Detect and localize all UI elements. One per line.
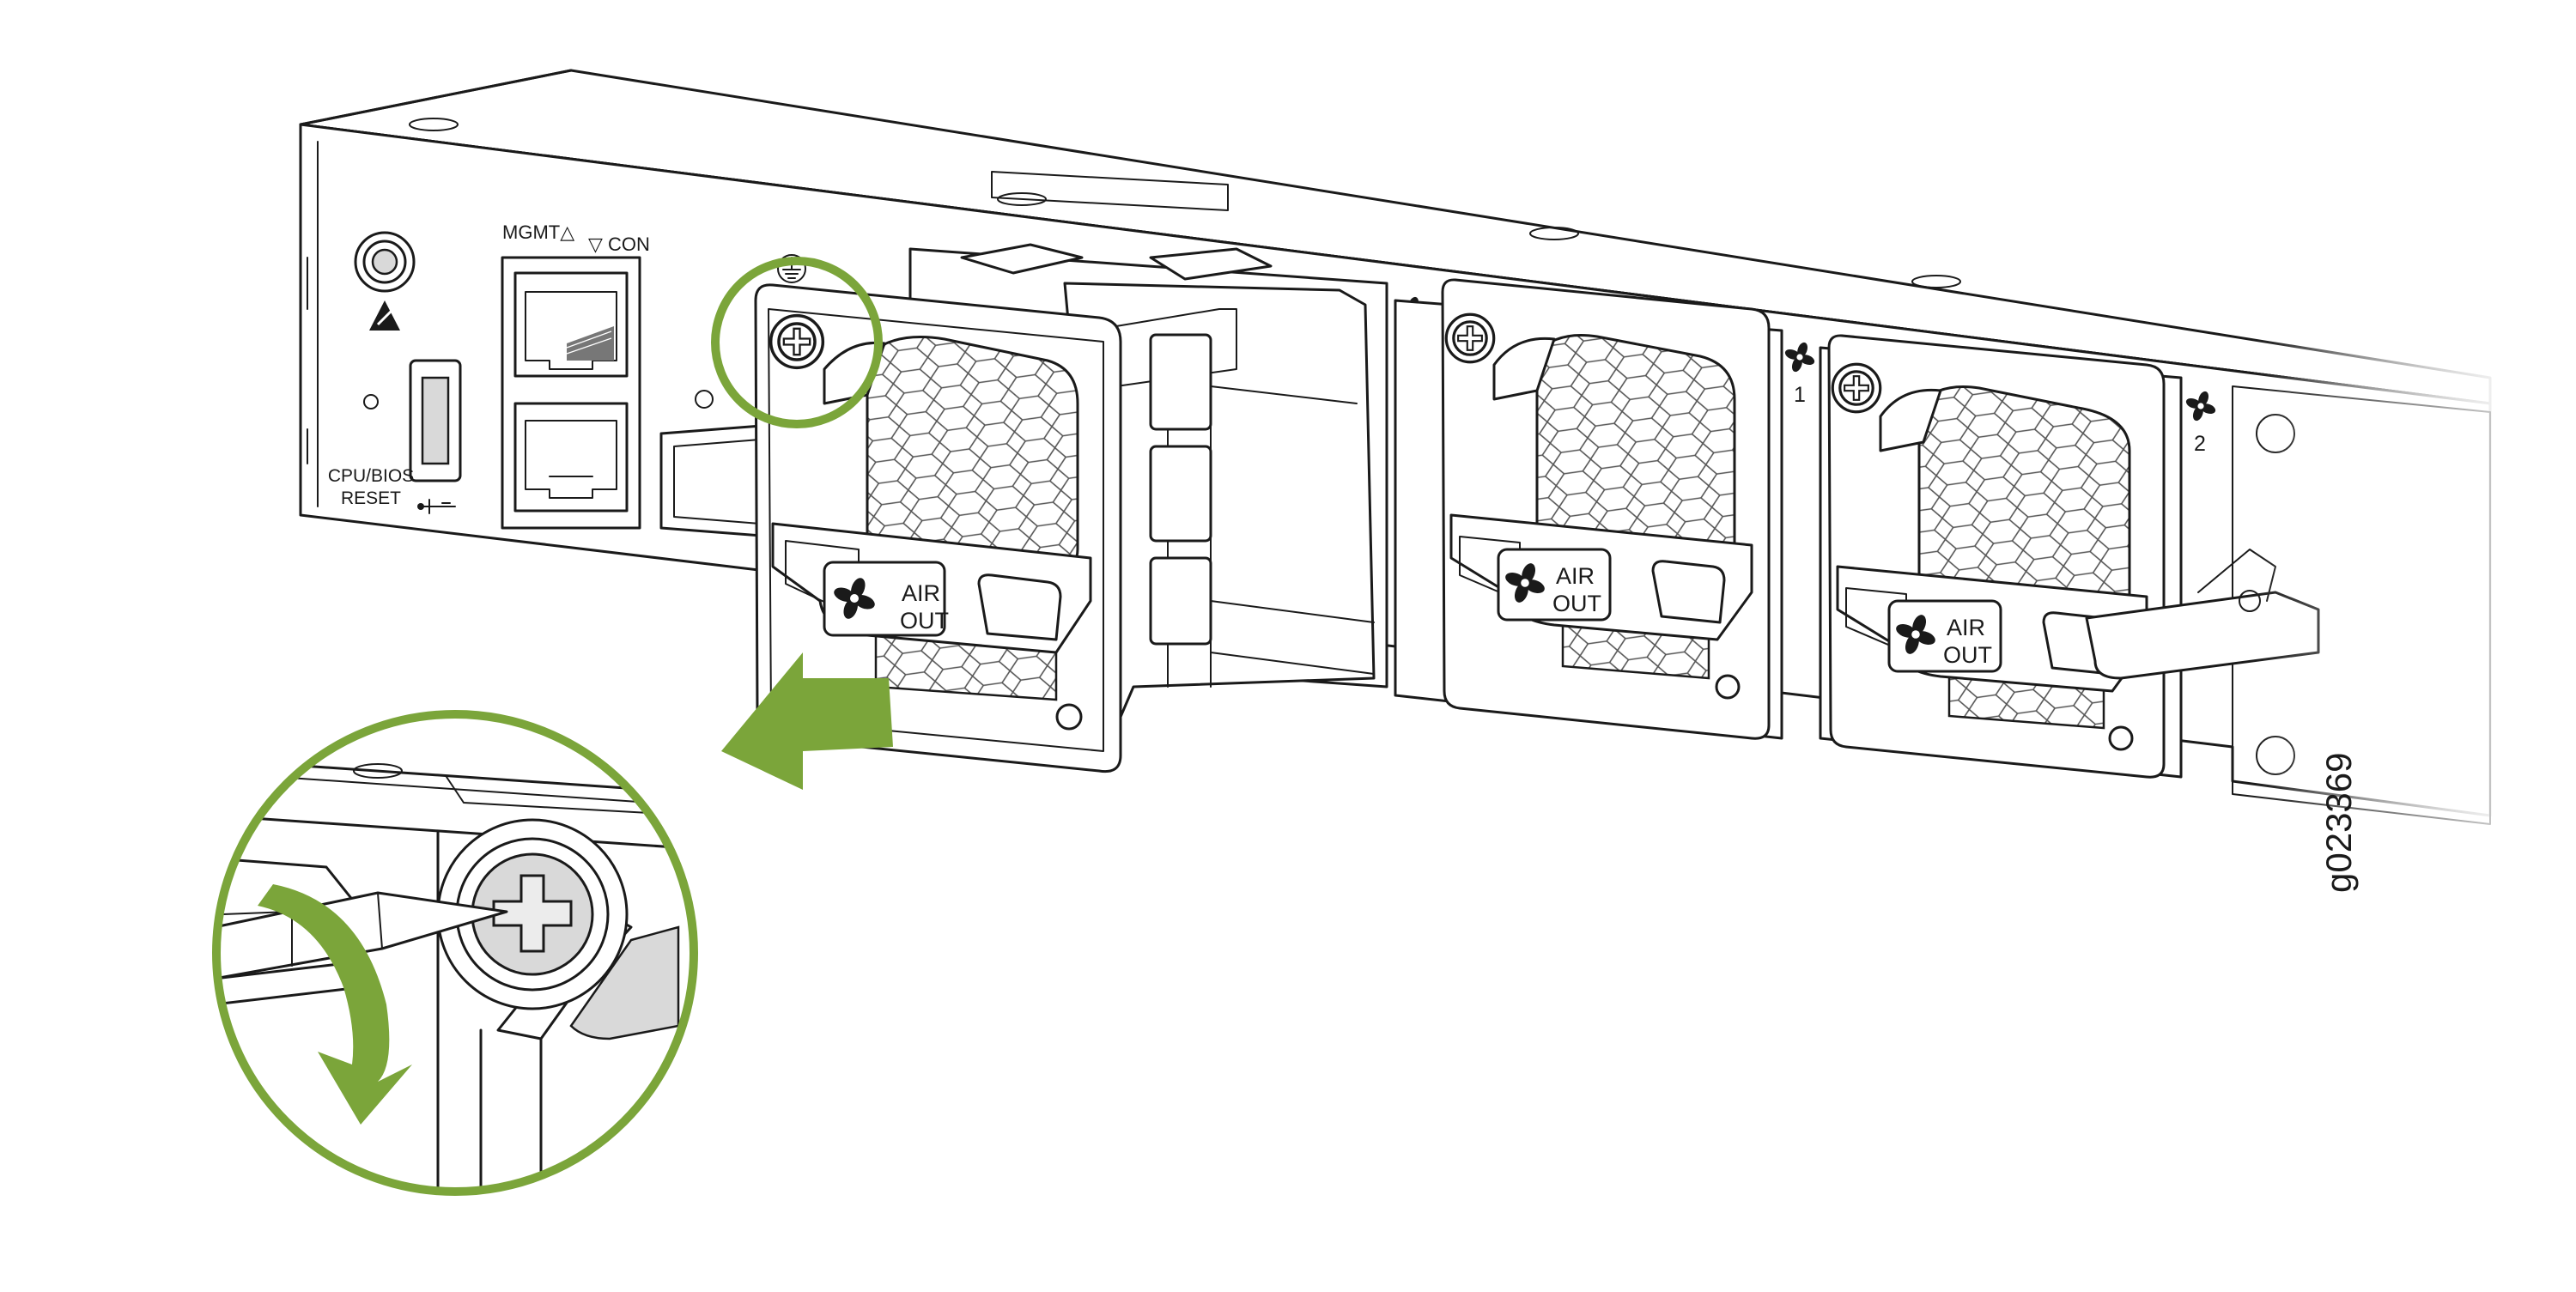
usb-icon bbox=[417, 499, 456, 514]
captive-screw-icon[interactable] bbox=[769, 313, 825, 370]
fan-module-2[interactable]: AIR OUT 2 bbox=[1819, 334, 2217, 779]
fan-module-1-grille bbox=[1535, 333, 1736, 551]
fan-module-2-air-line1: AIR bbox=[1947, 615, 1985, 640]
cpu-bios-label: CPU/BIOS bbox=[328, 466, 414, 486]
screw-highlight-circle bbox=[711, 257, 883, 428]
console-port-label: ▽ CON bbox=[588, 234, 650, 255]
figure-id-label: g023369 bbox=[2318, 752, 2359, 893]
fan-module-1-air-line2: OUT bbox=[1552, 591, 1601, 616]
usb-port[interactable] bbox=[409, 359, 462, 482]
fan-module-1-air-line1: AIR bbox=[1556, 563, 1595, 589]
esd-ground-jack bbox=[354, 231, 416, 293]
console-rj45-port[interactable] bbox=[513, 402, 629, 513]
fan-module-1[interactable]: AIR OUT 1 bbox=[1394, 278, 1816, 740]
chassis-top-screws bbox=[409, 118, 1961, 288]
mgmt-rj45-port[interactable] bbox=[513, 271, 629, 378]
power-supply-edge bbox=[2085, 326, 2576, 858]
esd-warning-icon bbox=[369, 300, 400, 331]
management-panel: CPU/BIOS RESET MGMT△ ▽ CON bbox=[328, 221, 775, 538]
captive-screw-icon[interactable] bbox=[1831, 362, 1882, 414]
screw-detail-callout bbox=[212, 710, 698, 1196]
captive-screw-icon[interactable] bbox=[1444, 312, 1496, 364]
rotate-counterclockwise-icon bbox=[258, 884, 412, 1125]
fan-module-0-air-line2: OUT bbox=[900, 608, 949, 634]
fan-module-0-grille bbox=[866, 336, 1079, 570]
mgmt-port-label: MGMT△ bbox=[502, 221, 574, 243]
fan-slot-2-number: 2 bbox=[2194, 432, 2206, 456]
remove-arrow-icon bbox=[721, 652, 893, 790]
fan-slot-1-number: 1 bbox=[1794, 383, 1806, 407]
detail-callout-ring bbox=[212, 710, 698, 1196]
fan-module-2-air-line2: OUT bbox=[1943, 642, 1992, 668]
fan-module-0-air-out-badge bbox=[823, 561, 946, 637]
fan-module-0-air-line1: AIR bbox=[902, 580, 940, 606]
reset-label: RESET bbox=[341, 488, 401, 508]
cpu-bios-reset-button[interactable] bbox=[363, 394, 379, 409]
fan-module-2-grille bbox=[1917, 385, 2131, 603]
